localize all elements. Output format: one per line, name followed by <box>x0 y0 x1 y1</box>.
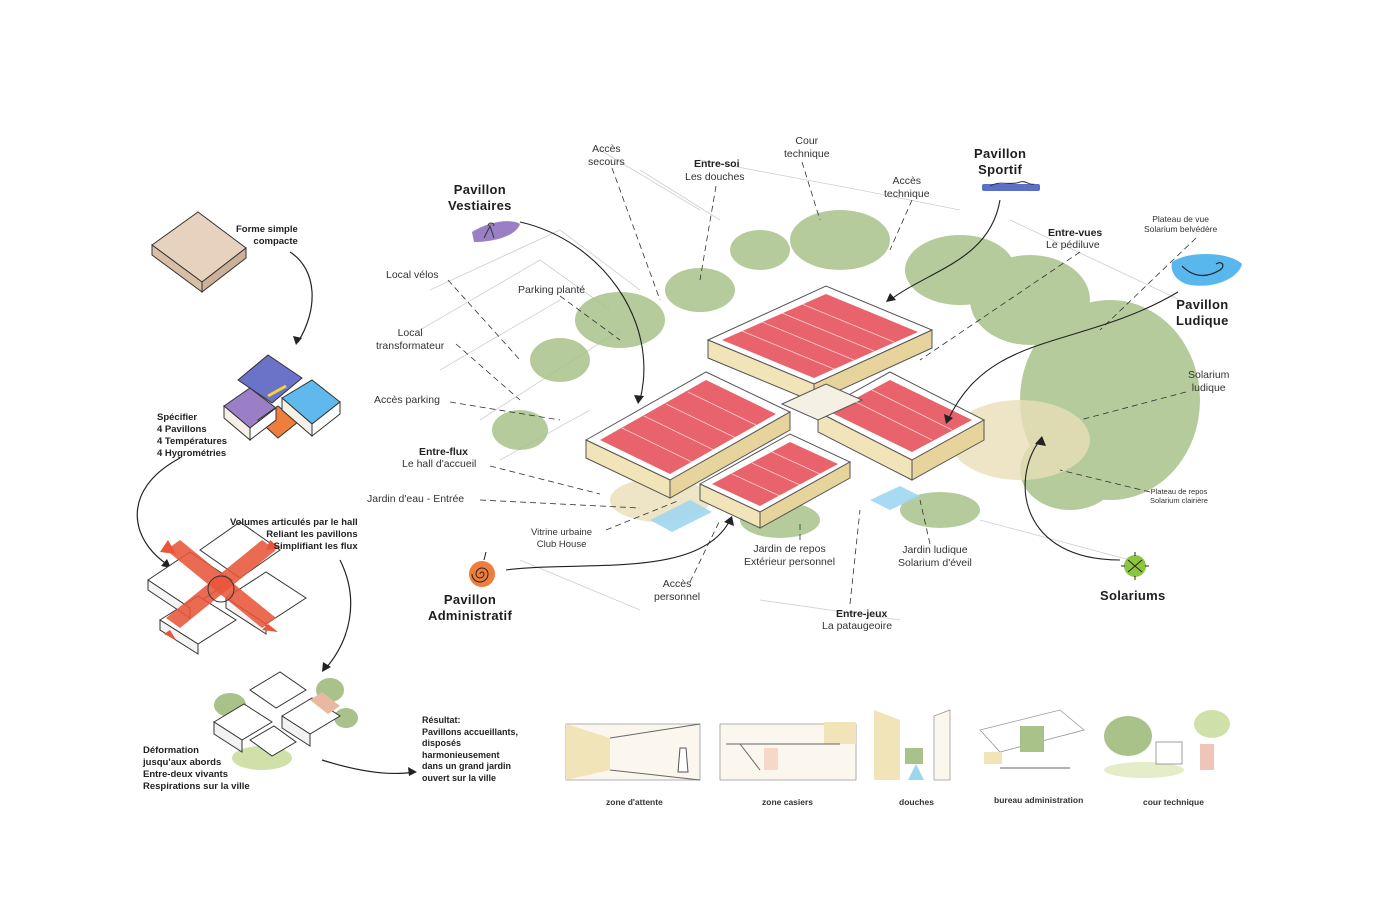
label-jardin-eau: Jardin d'eau - Entrée <box>367 493 465 505</box>
label-plateau-repos: Plateau de repos Solarium clairière <box>1150 487 1208 505</box>
pavilion-administratif-label: Pavillon Administratif <box>428 592 513 623</box>
label-solarium-ludique: Solarium ludique <box>1188 369 1230 394</box>
buildings <box>584 285 986 529</box>
four-pavilions-block <box>223 354 341 442</box>
label-entre-vues-sub: Le pédiluve <box>1046 239 1100 251</box>
sun-icon <box>1121 552 1149 580</box>
label-jardin-repos: Jardin de repos Extérieur personnel <box>744 543 836 568</box>
sketch-zone-attente <box>565 723 701 781</box>
label-acces-secours: Accès secours <box>588 143 625 168</box>
label-entre-flux-title: Entre-flux <box>419 446 469 458</box>
caption-bureau-administration: bureau administration <box>994 795 1084 805</box>
pavilion-sportif-label: Pavillon Sportif <box>974 146 1027 177</box>
label-jardin-ludique: Jardin ludique Solarium d'éveil <box>898 544 972 569</box>
label-entre-soi-title: Entre-soi <box>694 158 740 170</box>
step-deformation: Déformation jusqu'aux abords Entre-deux … <box>143 745 250 792</box>
pavilion-vestiaires-label: Pavillon Vestiaires <box>448 182 512 213</box>
solariums-label: Solariums <box>1100 588 1166 603</box>
sketch-douches <box>874 709 951 781</box>
splash-icon <box>1171 253 1242 286</box>
leader-lines <box>447 161 1197 605</box>
urban-context <box>419 149 1181 621</box>
label-cour-technique: Cour technique <box>784 135 830 160</box>
label-entre-flux-sub: Le hall d'accueil <box>402 458 477 470</box>
step-forme-simple: Forme simple compacte <box>236 224 298 247</box>
label-local-velos: Local vélos <box>386 269 439 281</box>
articulated-volumes-block <box>147 521 307 655</box>
simple-form-block <box>151 211 247 294</box>
caption-douches: douches <box>899 797 934 807</box>
step-resultat: Résultat: Pavillons accueillants, dispos… <box>422 715 519 783</box>
caption-zone-casiers: zone casiers <box>762 797 814 807</box>
label-local-transformateur: Local transformateur <box>376 327 445 352</box>
label-entre-soi-sub: Les douches <box>685 171 745 183</box>
label-acces-parking: Accès parking <box>374 394 440 406</box>
flow-arrow-4 <box>321 759 415 775</box>
sketch-cour-technique <box>1104 710 1230 778</box>
step-specifier: Spécifier 4 Pavillons 4 Températures 4 H… <box>157 412 228 459</box>
label-entre-jeux-title: Entre-jeux <box>836 608 888 620</box>
label-plateau-vue: Plateau de vue Solarium belvédère <box>1144 214 1218 234</box>
deformation-block <box>213 671 358 770</box>
step-volumes-articules: Volumes articulés par le hall Reliant le… <box>230 517 358 552</box>
spiral-icon <box>469 551 495 587</box>
sketch-bureau-administration <box>979 709 1085 769</box>
caption-zone-attente: zone d'attente <box>606 797 663 807</box>
flow-arrow-3 <box>325 559 352 669</box>
sketch-zone-casiers <box>719 722 857 781</box>
flow-arrow-1 <box>289 251 313 343</box>
hanger-icon <box>472 221 520 242</box>
caption-cour-technique: cour technique <box>1143 797 1204 807</box>
label-entre-jeux-sub: La pataugeoire <box>822 620 893 632</box>
label-entre-vues-title: Entre-vues <box>1048 227 1103 239</box>
label-acces-personnel: Accès personnel <box>654 578 701 603</box>
pavilion-pointers <box>505 199 1179 571</box>
label-parking-plante: Parking planté <box>518 284 586 296</box>
pavilion-ludique-label: Pavillon Ludique <box>1176 297 1229 328</box>
swimmer-icon <box>982 181 1040 191</box>
label-acces-technique: Accès technique <box>884 175 930 200</box>
flow-arrow-2 <box>136 457 181 566</box>
label-vitrine-urbaine: Vitrine urbaine Club House <box>531 527 593 550</box>
